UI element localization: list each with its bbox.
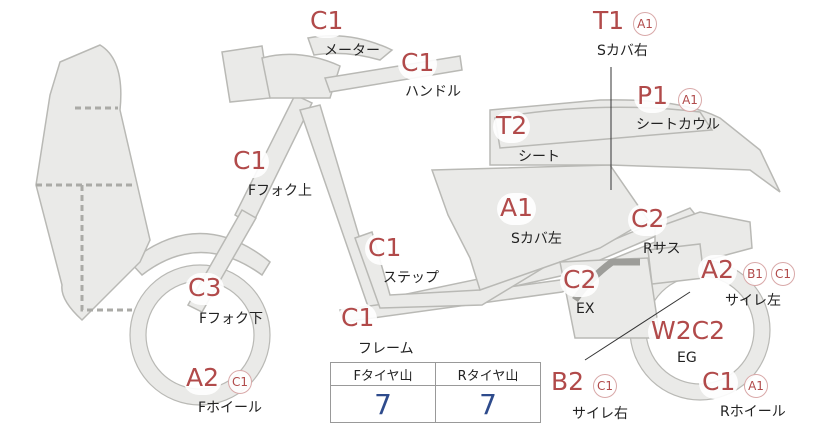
f-fork-lower-label: Fフォク下 — [199, 311, 264, 327]
s-cover-right-label: Sカバ右 — [597, 43, 648, 59]
muffler-left-label: サイレ左 — [725, 293, 781, 309]
front-tread-header: Fタイヤ山 — [330, 362, 436, 386]
meter-code[interactable]: C1 — [307, 6, 347, 38]
rear-tread-value: 7 — [435, 385, 541, 423]
muffler-right-code[interactable]: B2 — [548, 367, 588, 399]
f-wheel-label: Fホイール — [198, 400, 263, 416]
handle-code[interactable]: C1 — [398, 48, 438, 80]
r-wheel-code[interactable]: C1 — [699, 367, 739, 399]
seat-cowl-sub-code[interactable]: A1 — [678, 88, 702, 112]
step-label: ステップ — [383, 270, 439, 286]
r-wheel-sub-code[interactable]: A1 — [744, 374, 768, 398]
r-suspension-label: Rサス — [643, 241, 681, 257]
tire-tread-table: Fタイヤ山 Rタイヤ山 7 7 — [330, 362, 541, 423]
f-wheel-sub-code[interactable]: C1 — [228, 370, 252, 394]
f-wheel-code[interactable]: A2 — [183, 363, 223, 395]
engine-label: EG — [677, 350, 697, 366]
seat-cowl-code[interactable]: P1 — [634, 81, 671, 113]
s-cover-left-label: Sカバ左 — [511, 231, 562, 247]
exhaust-label: EX — [576, 301, 595, 317]
rear-tread-header: Rタイヤ山 — [435, 362, 541, 386]
muffler-left-code[interactable]: A2 — [698, 255, 738, 287]
handle-label: ハンドル — [405, 84, 461, 100]
muffler-left-sub-code-2[interactable]: C1 — [771, 262, 795, 286]
frame-label: フレーム — [358, 341, 414, 357]
muffler-right-sub-code[interactable]: C1 — [593, 374, 617, 398]
exhaust-code[interactable]: C2 — [560, 265, 600, 297]
meter-label: メーター — [324, 43, 380, 59]
s-cover-right-sub-code[interactable]: A1 — [633, 12, 657, 36]
seat-label: シート — [518, 149, 560, 165]
frame-code[interactable]: C1 — [338, 303, 378, 335]
r-wheel-label: Rホイール — [720, 404, 786, 420]
front-tread-value: 7 — [330, 385, 436, 423]
seat-cowl-label: シートカウル — [636, 117, 720, 133]
seat-code[interactable]: T2 — [493, 111, 531, 143]
f-fork-upper-code[interactable]: C1 — [230, 146, 270, 178]
s-cover-left-code[interactable]: A1 — [497, 193, 537, 225]
f-fork-lower-code[interactable]: C3 — [185, 273, 225, 305]
muffler-left-sub-code-1[interactable]: B1 — [743, 262, 767, 286]
f-fork-upper-label: Fフォク上 — [248, 183, 313, 199]
muffler-right-label: サイレ右 — [572, 406, 628, 422]
s-cover-right-code[interactable]: T1 — [590, 6, 628, 38]
front-cowl-shape — [35, 44, 151, 322]
handle-cover-shape — [261, 53, 341, 99]
step-code[interactable]: C1 — [365, 233, 405, 265]
engine-code[interactable]: W2C2 — [648, 316, 728, 348]
headlight-shape — [221, 45, 271, 103]
r-suspension-code[interactable]: C2 — [628, 204, 668, 236]
